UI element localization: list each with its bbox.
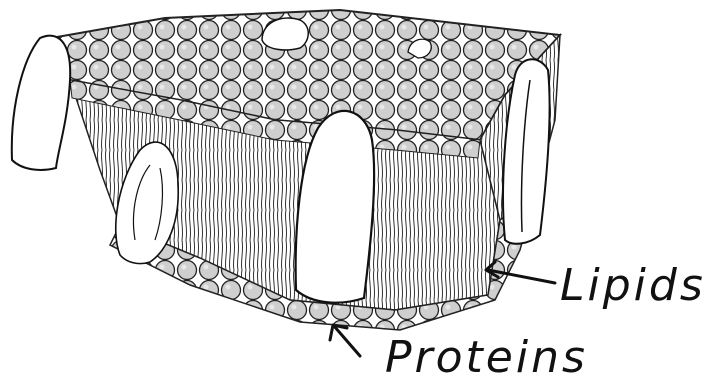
lipids-label: Lipids [560, 260, 702, 311]
proteins-arrow [330, 325, 360, 356]
proteins-label: Proteins [385, 332, 588, 383]
protein-left [12, 36, 70, 170]
